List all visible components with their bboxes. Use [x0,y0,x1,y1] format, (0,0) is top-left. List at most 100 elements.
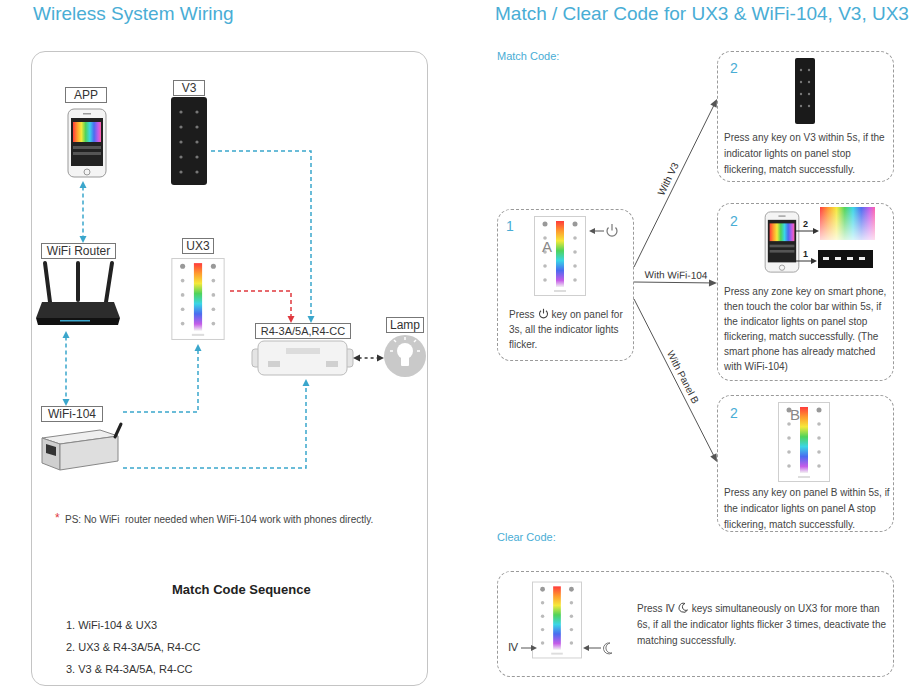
phone-image [765,212,799,272]
device-label: UX3 [182,238,214,254]
text: Match Code Sequence [172,582,311,597]
panel-image [172,259,224,340]
receiver-image [286,348,320,354]
step-number: 2 [730,213,738,229]
remote-image [195,155,198,158]
device-label: WiFi Router [41,243,116,259]
text: Press [637,603,663,614]
step-text: Presskey on panel for 3s, all the indica… [509,307,631,352]
panel-image [779,403,830,482]
device-label: WiFi-104 [41,406,103,422]
panel-letter: A [542,238,552,255]
edge-label: With Panel B [665,349,701,406]
note-text: PS: No WiFi router needed when WiFi-104 … [65,514,425,525]
device-label: Lamp [386,317,424,333]
note-mark: * [55,511,60,525]
key-pointer [521,648,532,649]
device-node: Lamp [384,317,429,381]
step-text: Press any key on V3 within 5s, if the in… [724,130,894,178]
step-number: 1 [506,218,514,234]
connector-line [65,337,67,401]
remote-image [179,110,182,113]
receiver-image [252,349,353,367]
zone-keys [811,258,817,264]
gateway-image [42,438,60,470]
text: V3 [182,81,197,95]
color-bar [796,207,875,240]
clear-box: Ⅳ PressⅣkeys simultaneously on UX3 for mo… [497,571,894,677]
device-node: WiFi Router [39,243,121,331]
text: 2 [730,60,738,76]
power-symbol [589,228,595,234]
power-symbol [589,224,617,236]
color-bar [813,228,819,234]
remote-image [808,81,810,83]
lamp-image [384,335,426,377]
zone-keys [818,250,873,268]
arrow-head [80,236,87,243]
text: * [55,511,60,525]
color-bar [820,207,875,240]
zone-keys [796,261,812,262]
lamp-image [384,335,426,377]
remote-image [195,170,198,173]
step-text: Press any key on panel B within 5s, if t… [724,485,894,533]
lamp-image [417,350,420,352]
rf-link [230,291,295,323]
section-label: Clear Code: [497,531,556,543]
step-number: 2 [730,60,738,76]
arrow-head [80,181,87,188]
panel-image [172,259,224,340]
wireless-link [123,344,202,412]
lamp-image [401,357,409,366]
arrow-head [710,453,717,462]
remote-image [179,125,182,128]
remote-image [171,97,207,185]
text: 2 [730,405,738,421]
step-number: 2 [730,405,738,421]
device-label: R4-3A/5A,R4-CC [255,323,351,339]
zone-keys [835,257,841,260]
remote-image [808,93,810,95]
text: WiFi-104 [48,407,96,421]
step-arrow [634,299,717,462]
key-label: Ⅳ [508,641,518,654]
key-pointer [521,643,612,654]
zone-keys [847,257,853,260]
power-symbol [607,228,617,237]
gateway-image [42,430,118,444]
step-text: PressⅣkeys simultaneously on UX3 for mor… [637,601,887,649]
connector-line [359,357,379,359]
remote-image [808,105,810,107]
zone-keys [859,257,865,260]
phone-image [68,109,106,177]
text: 2 [803,219,808,229]
panel-letter: B [790,406,800,423]
lamp-image [397,343,413,359]
arrow-head [308,316,315,323]
receiver-image [268,361,280,367]
key-pointer [531,645,537,651]
arrow-head [710,99,717,108]
device-label: V3 [173,80,205,96]
color-bar [796,231,814,232]
connector-line [634,299,714,456]
gateway-image [60,436,118,470]
arrow-head [195,344,202,351]
diagram-title: Wireless System Wiring [33,3,234,25]
text: 3. V3 & R4-3A/5A, R4-CC [66,663,193,675]
phone-image [68,109,106,177]
wireless-link [80,181,87,243]
router-image [45,263,50,302]
arrow-head [377,355,384,362]
moon-icon [679,603,687,612]
remote-image [195,140,198,143]
receiver-image [252,341,353,375]
zone-keys [823,257,829,260]
text: Ⅳ [508,641,518,653]
device-node: WiFi-104 [39,406,123,476]
step-arrow [634,279,717,286]
power-symbol [611,224,612,231]
